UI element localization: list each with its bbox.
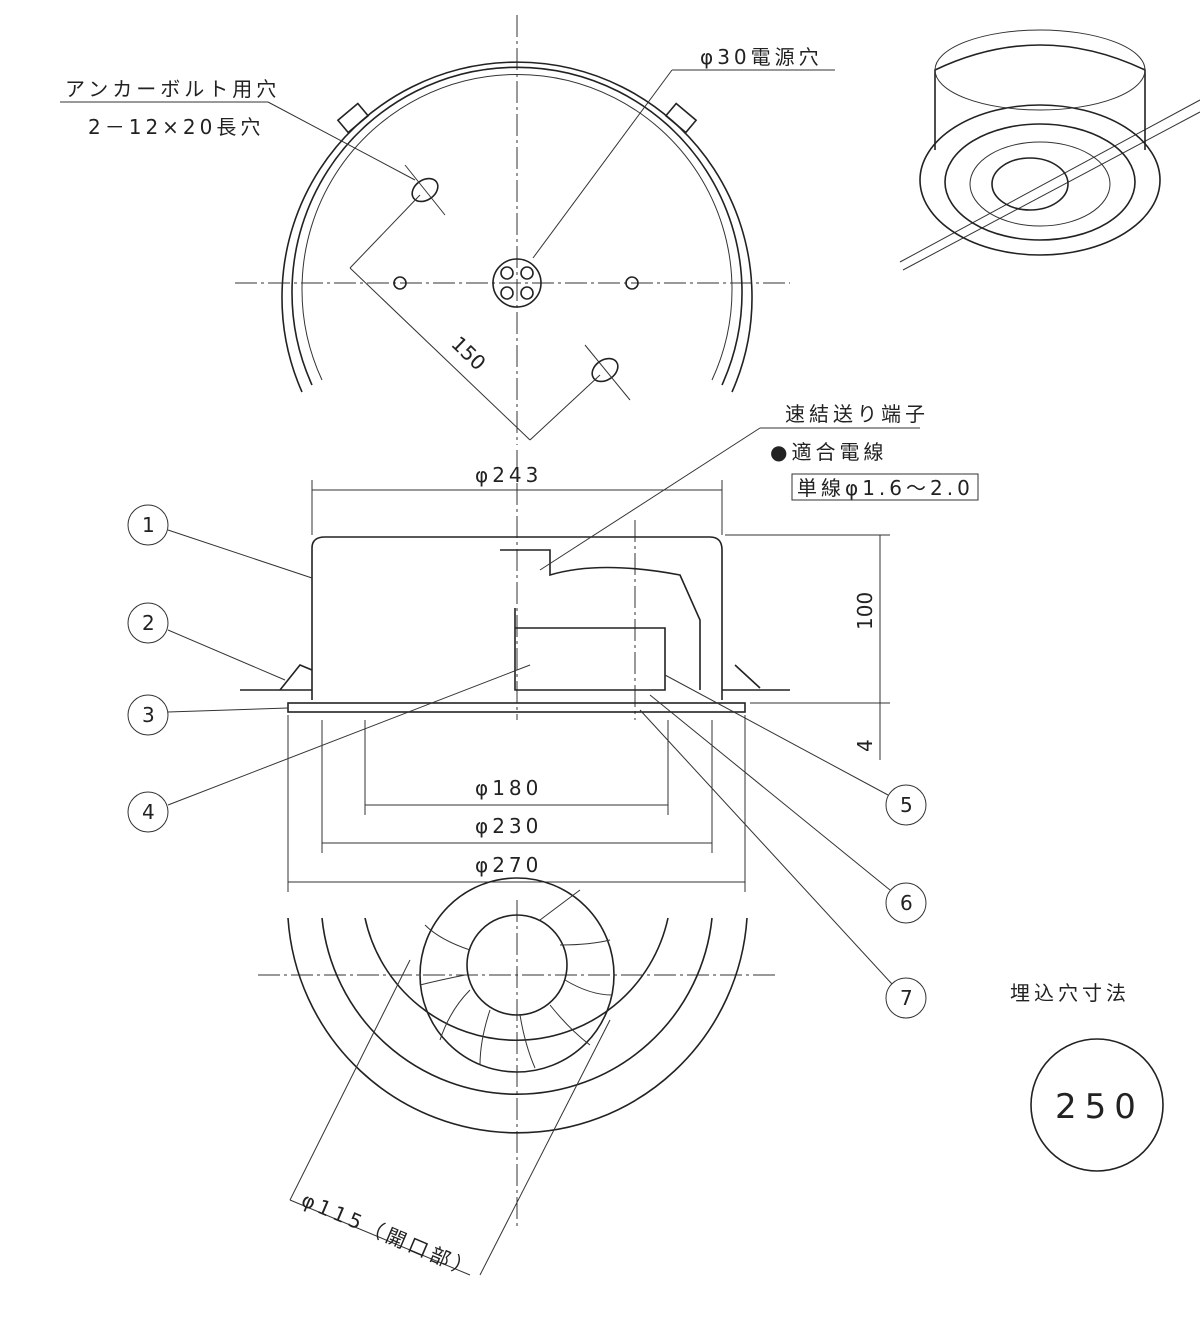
fan-blades (419, 889, 613, 1069)
svg-text:3: 3 (142, 703, 155, 727)
cutout-circle (1030, 1038, 1164, 1172)
rim-arc-2 (291, 66, 743, 386)
fan-hub (466, 914, 568, 1016)
svg-text:6: 6 (900, 891, 913, 915)
fan-grille (419, 877, 615, 1073)
anchor-label: アンカーボルト用穴 (65, 77, 280, 101)
screw-right (625, 276, 639, 290)
clip-left (336, 102, 370, 134)
dim-width: φ243 (475, 463, 542, 487)
terminal-label: 速結送り端子 (785, 402, 929, 426)
dim-height: 100 (853, 592, 877, 630)
part-balloon-4: 4 (127, 664, 531, 833)
power-hole-leader (532, 69, 673, 259)
wire-label: ●適合電線 (770, 440, 887, 464)
anchor-spec: 2－12×20長穴 (88, 115, 264, 139)
anchor-leader (267, 101, 416, 181)
dim-270: φ270 (475, 853, 542, 877)
pitch-dimension: 150 (447, 331, 491, 375)
part-balloon-7: 7 (639, 709, 927, 1019)
side-view: φ243 100 4 速結送り端子 ●適合電線 単線φ1.6～2.0 φ180 … (127, 402, 979, 1019)
wire-spec: 単線φ1.6～2.0 (797, 476, 974, 500)
clip-right (664, 102, 698, 134)
part-balloon-2: 2 (127, 602, 286, 681)
isometric-view (899, 29, 1200, 271)
pitch-dimension-line (349, 267, 531, 441)
cutout-label: 埋込穴寸法 (1010, 981, 1130, 1005)
dim-230: φ230 (475, 814, 542, 838)
svg-text:7: 7 (900, 986, 913, 1010)
power-hole (492, 258, 542, 308)
svg-text:5: 5 (900, 793, 913, 817)
part-balloon-1: 1 (127, 504, 313, 579)
svg-text:4: 4 (142, 800, 155, 824)
power-hole-label: φ30電源穴 (700, 45, 823, 69)
opening-dimension: φ115（開口部） (298, 1188, 480, 1283)
svg-text:2: 2 (142, 611, 155, 635)
cutout-size: 埋込穴寸法 250 (1010, 981, 1164, 1172)
rim-arc-3 (301, 74, 733, 381)
cutout-value: 250 (1055, 1087, 1144, 1127)
grille-flange (287, 702, 746, 713)
dim-180: φ180 (475, 776, 542, 800)
motor (514, 608, 666, 691)
outer-rim-arc (281, 61, 753, 393)
anchor-hole-1 (411, 177, 439, 203)
dim-flange: 4 (853, 739, 877, 752)
part-balloon-3: 3 (127, 694, 289, 736)
top-view: 150 アンカーボルト用穴 2－12×20長穴 φ30電源穴 (60, 15, 835, 445)
screw-left (393, 276, 407, 290)
part-balloon-5: 5 (664, 674, 927, 826)
bottom-view: φ115（開口部） (258, 877, 778, 1283)
housing (311, 536, 723, 700)
wire-spec-box (791, 473, 979, 501)
svg-text:1: 1 (142, 513, 155, 537)
part-balloon-6: 6 (649, 694, 927, 924)
